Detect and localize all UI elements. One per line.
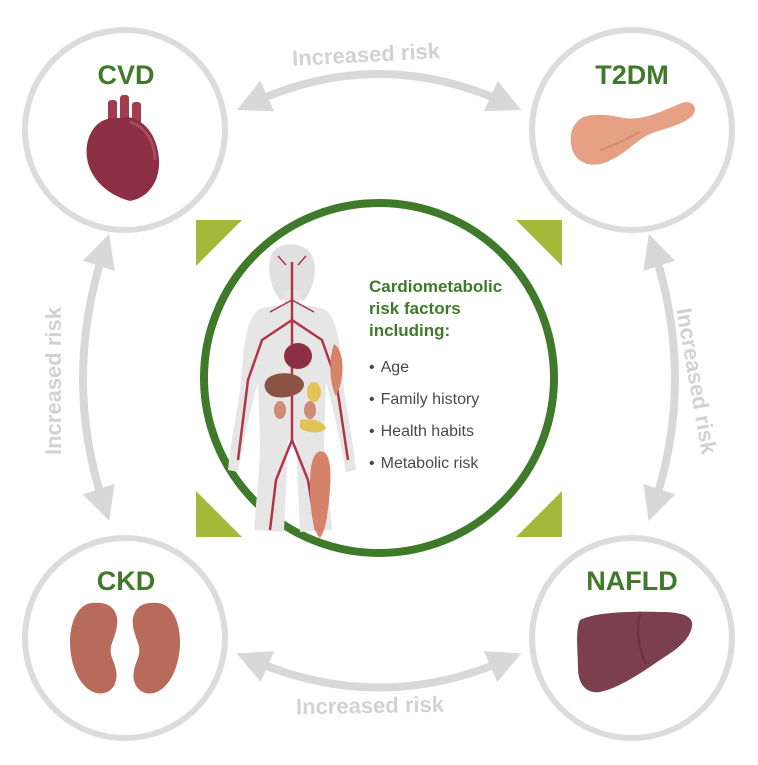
- cvd-ring: [22, 27, 228, 233]
- corner-accent-tl: [196, 220, 242, 266]
- risk-factors-heading: Cardiometabolic risk factors including:: [369, 276, 539, 342]
- risk-label-left: Increased risk: [40, 307, 66, 455]
- nafld-title: NAFLD: [586, 566, 678, 596]
- ckd-ring: [22, 535, 228, 741]
- heading-line-1: Cardiometabolic: [369, 277, 503, 296]
- risk-factor-item: Health habits: [369, 416, 539, 448]
- left-arrow: [79, 234, 115, 521]
- heading-line-2: risk factors: [369, 299, 461, 318]
- risk-factor-item: Age: [369, 352, 539, 384]
- kidneys-icon: [70, 602, 180, 694]
- cvd-title: CVD: [97, 60, 155, 90]
- risk-label-bottom: Increased risk: [295, 691, 445, 720]
- heading-line-3: including:: [369, 321, 451, 340]
- risk-factors-panel: Cardiometabolic risk factors including: …: [369, 276, 539, 480]
- heart-icon: [86, 95, 160, 201]
- corner-accent-br: [516, 491, 562, 537]
- t2dm-title: T2DM: [595, 60, 669, 90]
- nafld-ring: [529, 535, 735, 741]
- ckd-title: CKD: [96, 566, 156, 596]
- t2dm-ring: [529, 27, 735, 233]
- risk-factor-item: Family history: [369, 384, 539, 416]
- risk-factors-list: Age Family history Health habits Metabol…: [369, 352, 539, 480]
- top-arrow: [236, 70, 522, 112]
- right-arrow: [643, 234, 679, 521]
- pancreas-icon: [570, 102, 695, 165]
- corner-accent-bl: [196, 491, 242, 537]
- bottom-arrow: [236, 651, 522, 692]
- risk-factor-item: Metabolic risk: [369, 448, 539, 480]
- human-body-anatomy-icon: [228, 244, 356, 538]
- corner-accent-tr: [516, 220, 562, 266]
- liver-icon: [577, 611, 693, 693]
